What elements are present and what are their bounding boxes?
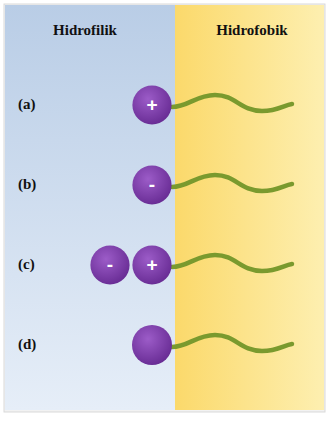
column-heading: Hidrofobik xyxy=(216,22,287,39)
head-circle-shape xyxy=(132,165,171,204)
head-circle-shape xyxy=(132,245,171,284)
tail-c xyxy=(172,255,292,271)
charge-sign: + xyxy=(132,254,172,276)
head-circle-shape xyxy=(90,245,129,284)
row-label: (c) xyxy=(18,256,35,273)
frame xyxy=(4,4,325,412)
hydrophilic-region xyxy=(5,5,175,410)
neutral-head xyxy=(132,325,172,365)
hydrophilic-head: + xyxy=(132,245,172,285)
charge-sign: - xyxy=(90,254,130,276)
tail-d xyxy=(172,335,292,351)
hydrophilic-head: - xyxy=(90,245,130,285)
hydrophilic-head: + xyxy=(132,85,172,125)
hydrophilic-head: - xyxy=(132,165,172,205)
column-heading: Hidrofilik xyxy=(53,22,117,39)
row-label: (b) xyxy=(18,176,36,193)
head-circle-shape xyxy=(132,85,171,124)
tail-a xyxy=(172,95,292,111)
tail-b xyxy=(172,175,292,191)
row-label: (d) xyxy=(18,336,36,353)
hydrophobic-tails xyxy=(172,95,292,351)
charge-sign: - xyxy=(132,174,172,196)
row-label: (a) xyxy=(18,96,36,113)
charge-sign: + xyxy=(132,94,172,116)
